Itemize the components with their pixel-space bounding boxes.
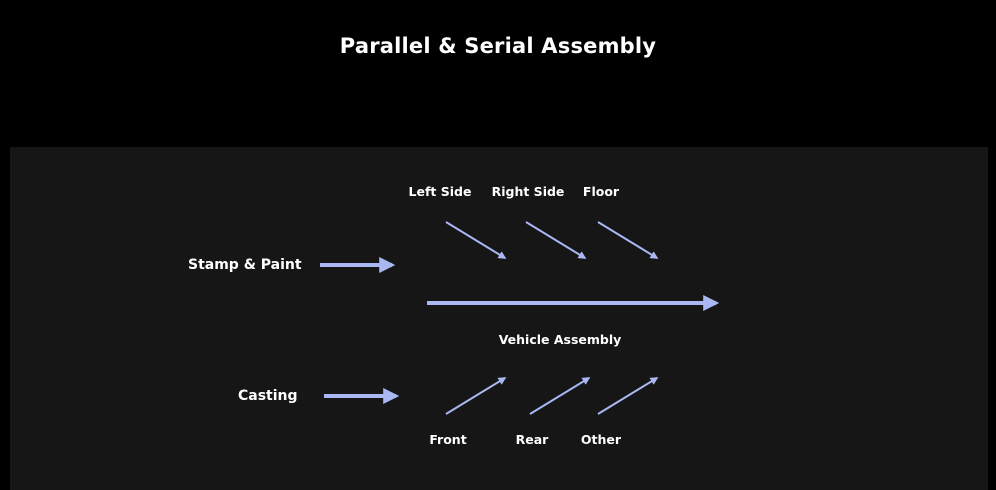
label-right-side: Right Side bbox=[491, 184, 565, 199]
right-side-arrow bbox=[525, 221, 587, 259]
label-vehicle-assembly: Vehicle Assembly bbox=[498, 332, 622, 347]
label-other: Other bbox=[580, 432, 622, 447]
label-rear: Rear bbox=[515, 432, 549, 447]
label-front: Front bbox=[429, 432, 467, 447]
other-arrow bbox=[597, 377, 659, 415]
left-side-arrow bbox=[445, 221, 507, 259]
label-stamp-paint: Stamp & Paint bbox=[188, 257, 302, 273]
slide-title: Parallel & Serial Assembly bbox=[339, 34, 657, 58]
label-casting: Casting bbox=[238, 388, 298, 404]
floor-arrow bbox=[597, 221, 659, 259]
diagram-panel bbox=[10, 147, 988, 490]
label-floor: Floor bbox=[582, 184, 620, 199]
front-arrow bbox=[445, 377, 507, 415]
label-left-side: Left Side bbox=[408, 184, 472, 199]
rear-arrow bbox=[529, 377, 591, 415]
